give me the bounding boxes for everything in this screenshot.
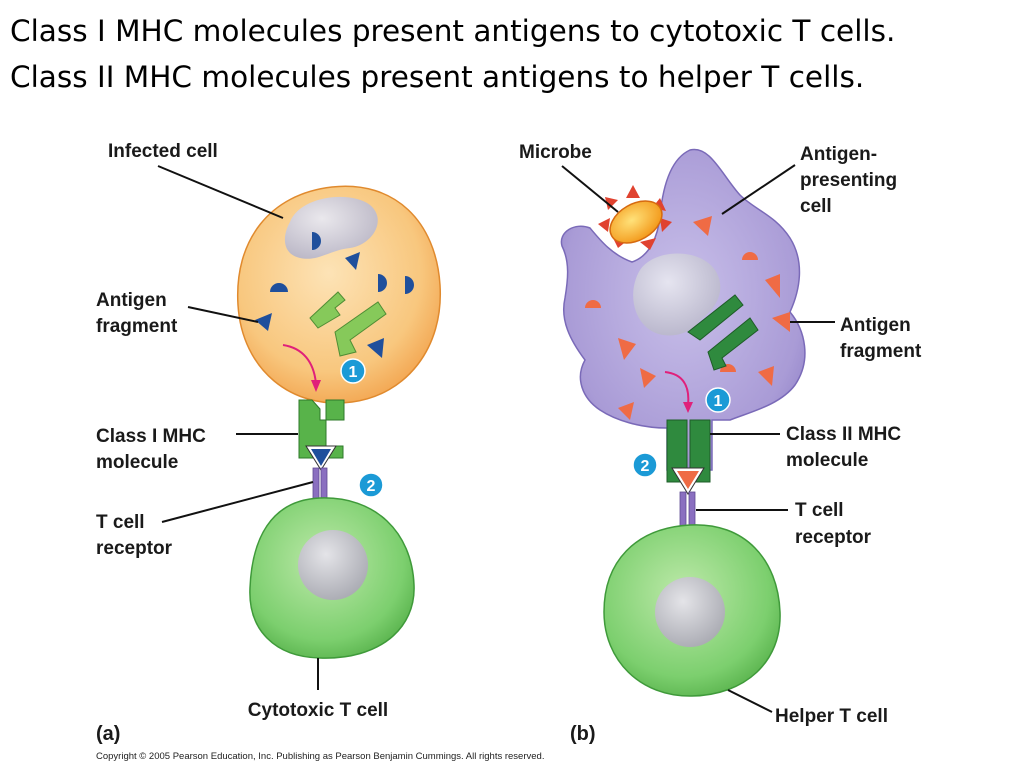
panel-b: 1 2 Microbe Antigen- presenting cell Ant… xyxy=(519,142,922,745)
antigen-triangle xyxy=(693,216,712,236)
class-i-mhc xyxy=(298,399,345,459)
label-tcr-b-2: receptor xyxy=(795,527,872,548)
label-antigen-fragment-b-1: Antigen xyxy=(840,315,911,336)
mhc-fragment xyxy=(334,301,387,357)
label-class-i-mhc-1: Class I MHC xyxy=(96,426,206,447)
step-2-number: 2 xyxy=(367,478,376,495)
panel-a-tag: (a) xyxy=(96,723,120,745)
title-line-2: Class II MHC molecules present antigens … xyxy=(10,60,865,94)
mhc-fragment xyxy=(309,291,346,329)
transport-arrow-head xyxy=(311,380,321,392)
label-apc-3: cell xyxy=(800,196,832,217)
antigen-triangle xyxy=(367,338,384,358)
step-2-badge xyxy=(632,452,658,478)
leader-line xyxy=(727,689,773,713)
leader-line xyxy=(721,164,796,215)
leader-line xyxy=(161,481,314,523)
antigen-triangle xyxy=(765,274,780,298)
label-apc-1: Antigen- xyxy=(800,144,877,165)
t-cell-receptor xyxy=(320,467,328,503)
antigen-semicircle xyxy=(378,274,387,292)
presented-antigen xyxy=(311,449,331,466)
presented-antigen xyxy=(677,471,699,489)
label-helper-t-cell: Helper T cell xyxy=(775,706,888,727)
slide-title: Class I MHC molecules present antigens t… xyxy=(10,8,1020,100)
label-antigen-fragment-b-2: fragment xyxy=(840,341,922,362)
infected-cell-nucleus xyxy=(284,196,378,259)
leader-line xyxy=(187,306,259,323)
t-cell-receptor xyxy=(312,467,320,503)
transport-arrow xyxy=(664,371,690,406)
t-cell-nucleus xyxy=(655,577,725,647)
label-class-ii-mhc-1: Class II MHC xyxy=(786,424,901,445)
copyright-notice: Copyright © 2005 Pearson Education, Inc.… xyxy=(96,751,545,762)
antigen-semicircle xyxy=(585,300,601,308)
step-1-badge xyxy=(705,387,731,413)
label-class-ii-mhc-2: molecule xyxy=(786,450,868,471)
panel-b-tag: (b) xyxy=(570,723,596,745)
title-line-1: Class I MHC molecules present antigens t… xyxy=(10,14,896,48)
label-tcr-a-1: T cell xyxy=(96,512,145,533)
antigen-triangle xyxy=(772,312,790,332)
panel-a: 1 2 Infected cell Antigen fragment Class… xyxy=(96,141,441,745)
antigen-triangle xyxy=(618,338,636,360)
label-tcr-b-1: T cell xyxy=(795,500,844,521)
label-apc-2: presenting xyxy=(800,170,897,191)
antigen-semicircle xyxy=(742,252,758,260)
label-cytotoxic-t-cell: Cytotoxic T cell xyxy=(248,700,388,721)
label-tcr-a-2: receptor xyxy=(96,538,173,559)
transport-arrow-head xyxy=(683,402,693,413)
t-cell-nucleus xyxy=(298,530,368,600)
leader-line xyxy=(157,165,284,219)
label-infected-cell: Infected cell xyxy=(108,141,218,162)
leader-line xyxy=(561,165,619,213)
class-ii-mhc xyxy=(689,419,711,483)
transport-arrow xyxy=(282,344,317,385)
t-cell-receptor xyxy=(688,491,696,529)
antigen-semicircle xyxy=(405,276,414,294)
mhc-fragment xyxy=(687,294,744,341)
antigen-triangle xyxy=(758,366,774,386)
label-antigen-fragment-a-2: fragment xyxy=(96,316,178,337)
antigen-triangle xyxy=(640,368,656,388)
class-ii-mhc xyxy=(666,419,688,483)
step-1-number: 1 xyxy=(349,364,358,381)
step-1-number: 1 xyxy=(714,393,723,410)
label-class-i-mhc-2: molecule xyxy=(96,452,178,473)
antigen-triangle xyxy=(618,402,634,420)
step-2-badge xyxy=(358,472,384,498)
step-2-number: 2 xyxy=(641,458,650,475)
apc-nucleus xyxy=(633,253,721,336)
mhc-fragment xyxy=(707,317,759,371)
microbe xyxy=(598,185,672,250)
label-antigen-fragment-a-1: Antigen xyxy=(96,290,167,311)
antigen-semicircle xyxy=(270,283,288,292)
step-1-badge xyxy=(340,358,366,384)
antigen-triangle xyxy=(255,313,272,331)
antigen-triangle xyxy=(345,252,360,270)
label-microbe: Microbe xyxy=(519,142,592,163)
t-cell-receptor xyxy=(679,491,687,529)
antigen-semicircle xyxy=(312,232,321,250)
